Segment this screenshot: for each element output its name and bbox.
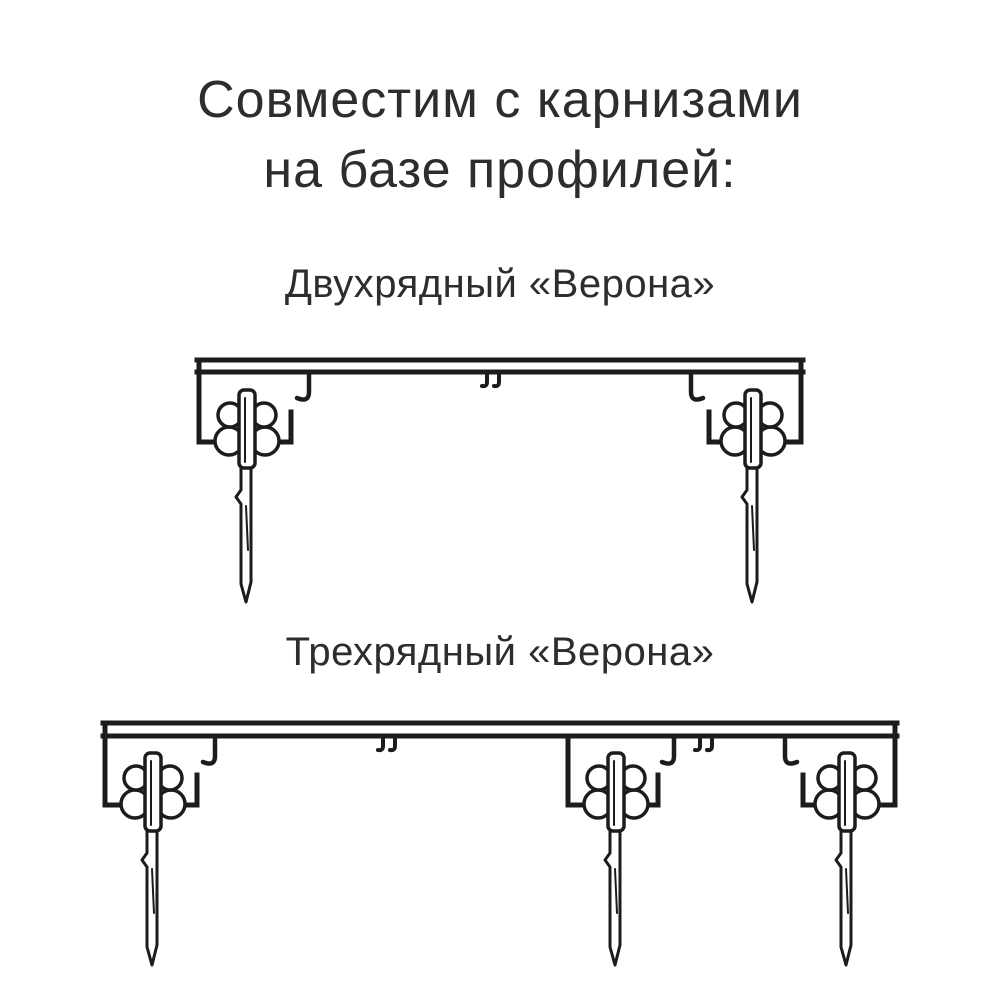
section-label-two-row: Двухрядный «Верона» <box>284 262 716 306</box>
three-row-profile-diagram <box>100 720 900 967</box>
three-row-rail <box>100 720 900 753</box>
roller-glider <box>119 751 187 967</box>
roller-glider <box>582 751 650 967</box>
roller-glider <box>813 751 881 967</box>
section-label-three-row: Трехрядный «Верона» <box>285 630 715 674</box>
two-row-rail <box>194 357 806 389</box>
two-row-profile-diagram <box>194 357 806 604</box>
roller-glider <box>213 388 281 604</box>
page-title-line-2: на базе профилей: <box>263 141 737 199</box>
page-title-line-1: Совместим с карнизами <box>197 71 803 129</box>
roller-glider <box>719 388 787 604</box>
